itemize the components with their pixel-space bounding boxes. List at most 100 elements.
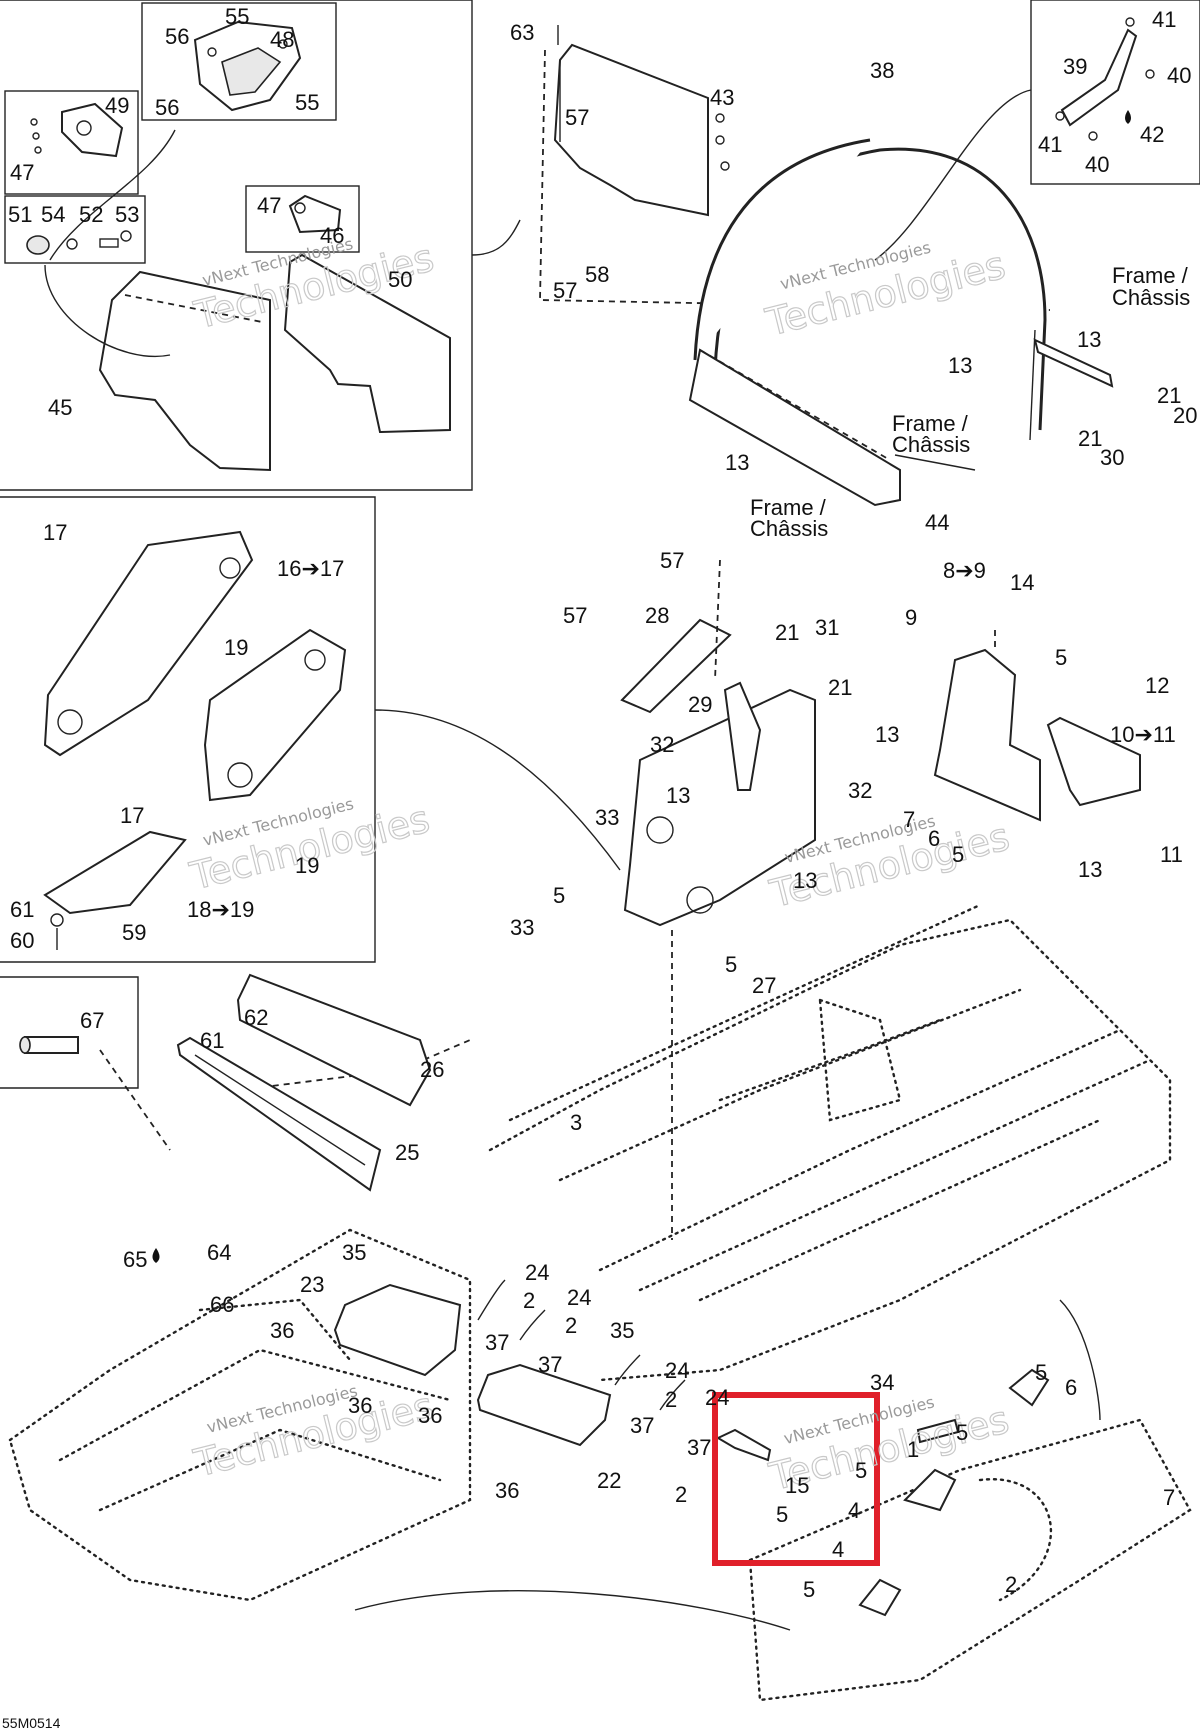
callout-33: 33 <box>510 915 534 940</box>
callout-35: 35 <box>610 1318 634 1343</box>
callout-23: 23 <box>300 1272 324 1297</box>
callout-13: 13 <box>948 353 972 378</box>
callout-57: 57 <box>563 603 587 628</box>
callout-17: 17 <box>43 520 67 545</box>
callout-8: 8➔9 <box>943 558 986 583</box>
callout-29: 29 <box>688 692 712 717</box>
panel-50 <box>283 253 451 434</box>
callout-63: 63 <box>510 20 534 45</box>
inset-bracket-49-box <box>4 90 139 195</box>
bracket-46 <box>288 194 342 234</box>
callout-41: 41 <box>1038 132 1062 157</box>
callout-47: 47 <box>10 160 34 185</box>
inset-top-left <box>0 0 473 491</box>
callout-21: 21 <box>828 675 852 700</box>
callout-26: 26 <box>420 1057 444 1082</box>
tie-rod-15 <box>715 1428 772 1462</box>
callout-61: 61 <box>10 897 34 922</box>
frame-label-3-line2: Châssis <box>750 516 828 541</box>
callout-5: 5 <box>952 842 964 867</box>
callout-27: 27 <box>752 973 776 998</box>
callout-24: 24 <box>525 1260 549 1285</box>
callout-22: 22 <box>597 1468 621 1493</box>
callout-59: 59 <box>122 920 146 945</box>
callout-21: 21 <box>775 620 799 645</box>
callout-36: 36 <box>270 1318 294 1343</box>
mount-39 <box>1055 17 1155 141</box>
callout-65: 65 <box>123 1247 147 1272</box>
callout-57: 57 <box>660 548 684 573</box>
callout-13: 13 <box>793 868 817 893</box>
washer-61 <box>50 913 64 927</box>
callout-18: 18➔19 <box>187 897 254 922</box>
bracket-49 <box>30 102 124 158</box>
callout-14: 14 <box>1010 570 1034 595</box>
callout-19: 19 <box>295 853 319 878</box>
callout-20: 20 <box>1173 403 1197 428</box>
callout-24: 24 <box>705 1385 729 1410</box>
callout-64: 64 <box>207 1240 231 1265</box>
callout-9: 9 <box>905 605 917 630</box>
callout-21: 21 <box>1157 383 1181 408</box>
callout-5: 5 <box>553 883 565 908</box>
callout-48: 48 <box>270 27 294 52</box>
bracket-6-lower <box>1008 1368 1050 1407</box>
callout-31: 31 <box>815 615 839 640</box>
chassis-plate-33 <box>623 688 816 927</box>
callout-30: 30 <box>1100 445 1124 470</box>
oil-drop-icon <box>152 1248 160 1263</box>
callout-43: 43 <box>710 85 734 110</box>
bracket-10 <box>1046 716 1141 807</box>
callout-57: 57 <box>565 105 589 130</box>
callout-32: 32 <box>848 778 872 803</box>
callout-13: 13 <box>875 722 899 747</box>
callout-42: 42 <box>1140 122 1164 147</box>
callout-5: 5 <box>725 952 737 977</box>
inset-bracket-46-box <box>245 185 360 253</box>
callout-51: 51 <box>8 202 32 227</box>
frame-label-1-line2: Châssis <box>1112 285 1190 310</box>
bracket-29 <box>723 681 762 791</box>
callout-13: 13 <box>725 450 749 475</box>
main-chassis <box>488 903 1172 1382</box>
callout-7: 7 <box>1163 1485 1175 1510</box>
shield-23 <box>333 1283 462 1377</box>
linkage-4 <box>858 1418 960 1617</box>
muffler-25 <box>176 1036 382 1192</box>
callout-66: 66 <box>210 1292 234 1317</box>
callout-2: 2 <box>1005 1572 1017 1597</box>
callout-5: 5 <box>803 1577 815 1602</box>
callout-44: 44 <box>925 510 949 535</box>
callout-52: 52 <box>79 202 103 227</box>
shield-22 <box>476 1363 612 1447</box>
reference-code: 55M0514 <box>2 1715 61 1731</box>
callout-49: 49 <box>105 93 129 118</box>
callout-61: 61 <box>200 1028 224 1053</box>
callout-4: 4 <box>832 1537 844 1562</box>
front-chassis <box>8 1228 472 1602</box>
callout-47: 47 <box>257 193 281 218</box>
callout-12: 12 <box>1145 673 1169 698</box>
rear-cover <box>748 1418 1192 1702</box>
callout-16: 16➔17 <box>277 556 344 581</box>
tube-67 <box>19 1036 79 1054</box>
callout-3: 3 <box>570 1110 582 1135</box>
callout-10: 10➔11 <box>1110 722 1176 747</box>
inset-bracket-48-box <box>141 2 337 121</box>
fasteners-51-54 <box>26 230 132 255</box>
callout-34: 34 <box>870 1370 894 1395</box>
callout-25: 25 <box>395 1140 419 1165</box>
inset-fasteners-51-54-box <box>4 195 146 264</box>
callout-5: 5 <box>1055 645 1067 670</box>
callout-40: 40 <box>1167 63 1191 88</box>
callout-2: 2 <box>665 1387 677 1412</box>
callout-39: 39 <box>1063 54 1087 79</box>
callout-5: 5 <box>855 1458 867 1483</box>
callout-13: 13 <box>1078 857 1102 882</box>
plate-28 <box>620 618 732 714</box>
callout-40: 40 <box>1085 152 1109 177</box>
callout-5: 5 <box>956 1420 968 1445</box>
highlight-box <box>712 1392 880 1566</box>
panel-45 <box>98 270 271 472</box>
